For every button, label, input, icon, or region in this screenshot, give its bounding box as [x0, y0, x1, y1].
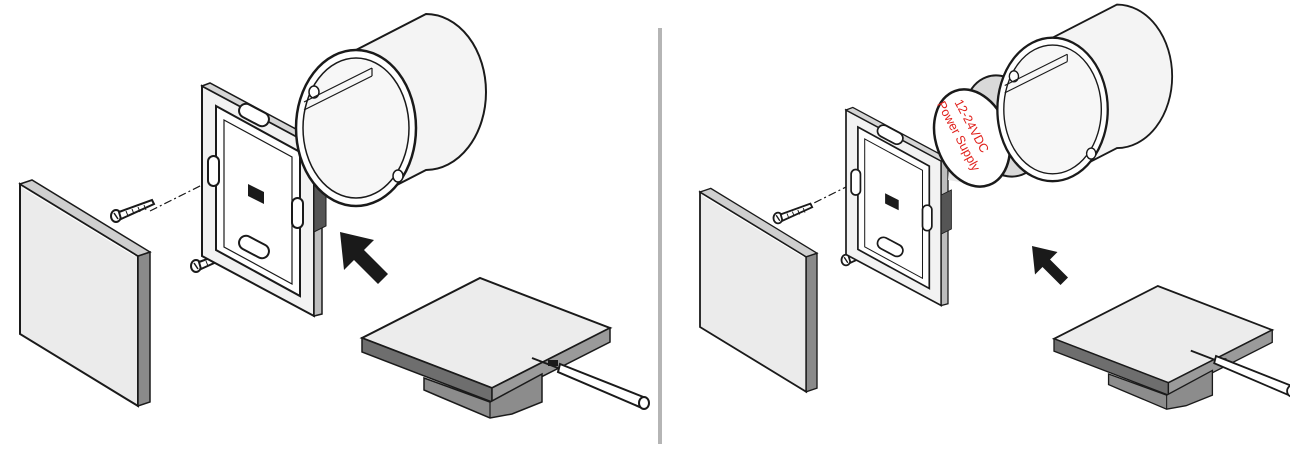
touch-switch-module	[1053, 285, 1274, 411]
panel-left	[19, 12, 650, 419]
screwdriver	[531, 357, 650, 410]
insert-arrow-icon	[1032, 246, 1068, 285]
mounting-screw-upper	[772, 202, 814, 225]
insert-arrow-icon	[340, 232, 388, 284]
wall-plate-cover	[699, 187, 818, 393]
panel-right: 12-24VDC Power Supply	[699, 3, 1290, 411]
wall-back-box	[294, 12, 488, 208]
alignment-line-upper	[149, 177, 217, 212]
mounting-screw-upper	[110, 199, 155, 223]
touch-switch-module	[361, 277, 611, 419]
wall-back-box	[996, 3, 1174, 183]
